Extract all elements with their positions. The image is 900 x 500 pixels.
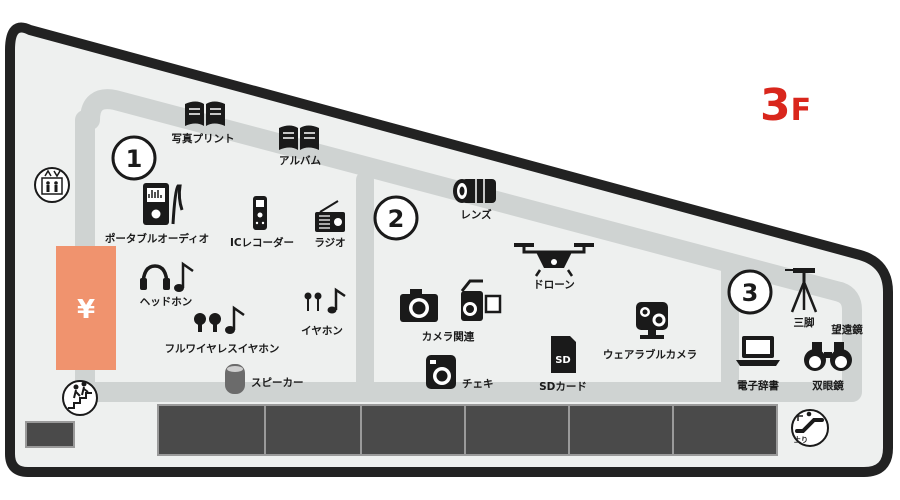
lens-area[interactable]: レンズ [453, 179, 496, 221]
svg-text:2: 2 [388, 205, 405, 233]
e-dictionary-label: 電子辞書 [737, 379, 779, 392]
drone-area[interactable]: ドローン [514, 243, 594, 291]
album-label: アルバム [279, 155, 321, 167]
album-area[interactable]: アルバム [279, 125, 321, 168]
speaker-area[interactable]: スピーカー [225, 364, 304, 394]
stairs-icon[interactable] [62, 380, 98, 416]
entrance-block [25, 421, 75, 448]
binoculars-label: 双眼鏡 [811, 379, 844, 392]
radio-icon [315, 200, 345, 232]
camera-area[interactable]: カメラ関連 [400, 279, 502, 343]
headphones-label: ヘッドホン [140, 296, 193, 308]
camera-label: カメラ関連 [422, 330, 475, 343]
escalator-icon[interactable]: 上り [791, 409, 829, 447]
svg-text:3: 3 [742, 279, 759, 307]
cheki-area[interactable]: チェキ [426, 355, 494, 390]
instant-camera-icon [426, 355, 456, 389]
tripod-icon [785, 268, 818, 313]
wearable-camera-area[interactable]: ウェアラブルカメラ [603, 302, 697, 361]
tripod-label: 三脚 [794, 316, 815, 329]
speaker-icon [225, 364, 245, 394]
camera-icon [400, 289, 438, 322]
shelf-row [157, 404, 778, 456]
true-wireless-area[interactable]: フルワイヤレスイヤホン [165, 305, 280, 355]
binoculars-icon [804, 342, 852, 371]
earphones-area[interactable]: イヤホン [301, 287, 346, 337]
portable-audio-area[interactable]: ポータブルオーディオ [105, 183, 209, 245]
portable-audio-label: ポータブルオーディオ [105, 232, 209, 245]
photo-print-label: 写真プリント [172, 132, 235, 145]
lens-icon [453, 179, 496, 203]
ic-recorder-area[interactable]: ICレコーダー [230, 196, 294, 249]
floor-number: 3F [760, 80, 811, 131]
ic-recorder-icon [253, 196, 267, 230]
headphones-area[interactable]: ヘッドホン [140, 261, 194, 308]
speaker-label: スピーカー [251, 377, 304, 389]
wearable-camera-icon [636, 302, 668, 339]
sd-card-icon: SD [551, 336, 576, 373]
sd-card-label: SDカード [539, 381, 587, 393]
elevator-icon[interactable] [34, 167, 70, 203]
cashier[interactable] [56, 246, 116, 370]
svg-text:1: 1 [126, 145, 143, 173]
e-dictionary-area[interactable]: 電子辞書 [736, 336, 780, 392]
telescope-area[interactable]: 望遠鏡 [831, 323, 863, 336]
earphones-label: イヤホン [301, 325, 343, 337]
svg-text:SD: SD [555, 355, 571, 366]
earphones-icon [194, 305, 245, 334]
ic-recorder-label: ICレコーダー [230, 236, 294, 249]
zone-marker-3: 3 [727, 269, 773, 315]
drone-icon [514, 243, 594, 277]
telescope-label: 望遠鏡 [831, 323, 863, 336]
earphones-icon [304, 287, 346, 314]
sd-card-area[interactable]: SD SDカード [539, 336, 587, 393]
cashier-yen: ¥ [77, 295, 95, 325]
laptop-icon [736, 336, 780, 366]
video-camera-icon [460, 279, 502, 321]
radio-label: ラジオ [314, 237, 345, 249]
photo-print-area[interactable]: 写真プリント [172, 101, 235, 146]
book-icon [279, 125, 319, 150]
zone-marker-2: 2 [373, 195, 419, 241]
book-icon [185, 101, 225, 126]
escalator-up-label: 上り [794, 435, 808, 444]
zone-marker-1: 1 [111, 135, 157, 181]
wearable-camera-label: ウェアラブルカメラ [603, 348, 697, 361]
binoculars-area[interactable]: 双眼鏡 [804, 342, 852, 392]
audio-player-icon [143, 183, 184, 225]
headphones-icon [140, 261, 194, 292]
drone-label: ドローン [533, 279, 574, 291]
radio-area[interactable]: ラジオ [314, 200, 346, 249]
true-wireless-label: フルワイヤレスイヤホン [165, 343, 280, 355]
tripod-area[interactable]: 三脚 [785, 268, 818, 329]
lens-label: レンズ [460, 208, 492, 221]
cheki-label: チェキ [462, 378, 494, 390]
